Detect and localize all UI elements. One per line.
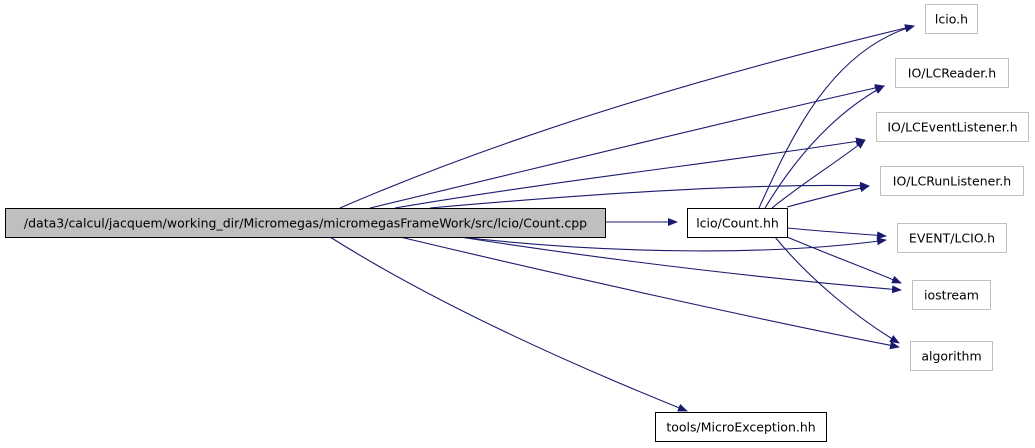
node-box <box>687 208 788 238</box>
node-box <box>895 58 1009 88</box>
node-lcrunlistener: IO/LCRunListener.h <box>880 166 1024 196</box>
edge-count_hh-to-iostream <box>786 236 902 284</box>
node-count-hh[interactable]: lcio/Count.hh <box>687 208 788 238</box>
node-label: IO/LCRunListener.h <box>893 174 1011 189</box>
node-box <box>5 208 606 238</box>
node-lceventlistener: IO/LCEventListener.h <box>876 112 1029 142</box>
node-label: /data3/calcul/jacquem/working_dir/Microm… <box>24 216 587 231</box>
node-label: EVENT/LCIO.h <box>909 231 995 246</box>
node-label: IO/LCEventListener.h <box>887 120 1017 135</box>
node-microexception[interactable]: tools/MicroException.hh <box>655 412 827 442</box>
edge-root-to-microexception <box>329 236 688 412</box>
node-label: lcio/Count.hh <box>696 216 779 231</box>
node-box <box>876 112 1029 142</box>
edge-count_hh-to-algorithm <box>774 236 900 344</box>
node-box <box>912 280 991 310</box>
node-label: IO/LCReader.h <box>908 66 996 81</box>
edge-root-to-iostream <box>459 236 902 294</box>
edge-count_hh-to-lcio_h <box>758 24 915 209</box>
edge-count_hh-to-lceventlistener <box>771 139 866 209</box>
node-label: algorithm <box>921 349 981 364</box>
node-root[interactable]: /data3/calcul/jacquem/working_dir/Microm… <box>5 208 606 238</box>
node-box <box>925 4 978 34</box>
node-label: tools/MicroException.hh <box>666 420 815 435</box>
node-label: iostream <box>924 288 979 303</box>
node-box <box>897 223 1007 253</box>
edge-layer <box>329 24 915 412</box>
edge-root-to-lcrunlistener <box>429 181 870 209</box>
edge-root-to-lceventlistener <box>394 137 866 209</box>
edge-root-to-lcreader <box>369 84 885 209</box>
edge-count_hh-to-lcrunlistener <box>786 184 870 208</box>
node-box <box>655 412 827 442</box>
node-label: lcio.h <box>935 12 968 27</box>
node-box <box>910 341 993 371</box>
edge-root-to-event_lcio <box>459 236 887 252</box>
node-box <box>880 166 1024 196</box>
node-event-lcio: EVENT/LCIO.h <box>897 223 1007 253</box>
edge-count_hh-to-lcreader <box>764 85 885 209</box>
edge-count_hh-to-event_lcio <box>786 227 887 240</box>
node-iostream: iostream <box>912 280 991 310</box>
edge-root-to-lcio_h <box>339 24 915 209</box>
node-lcreader: IO/LCReader.h <box>895 58 1009 88</box>
node-lcio-h: lcio.h <box>925 4 978 34</box>
node-layer: /data3/calcul/jacquem/working_dir/Microm… <box>5 4 1029 442</box>
node-algorithm: algorithm <box>910 341 993 371</box>
edge-root-to-algorithm <box>399 236 900 350</box>
